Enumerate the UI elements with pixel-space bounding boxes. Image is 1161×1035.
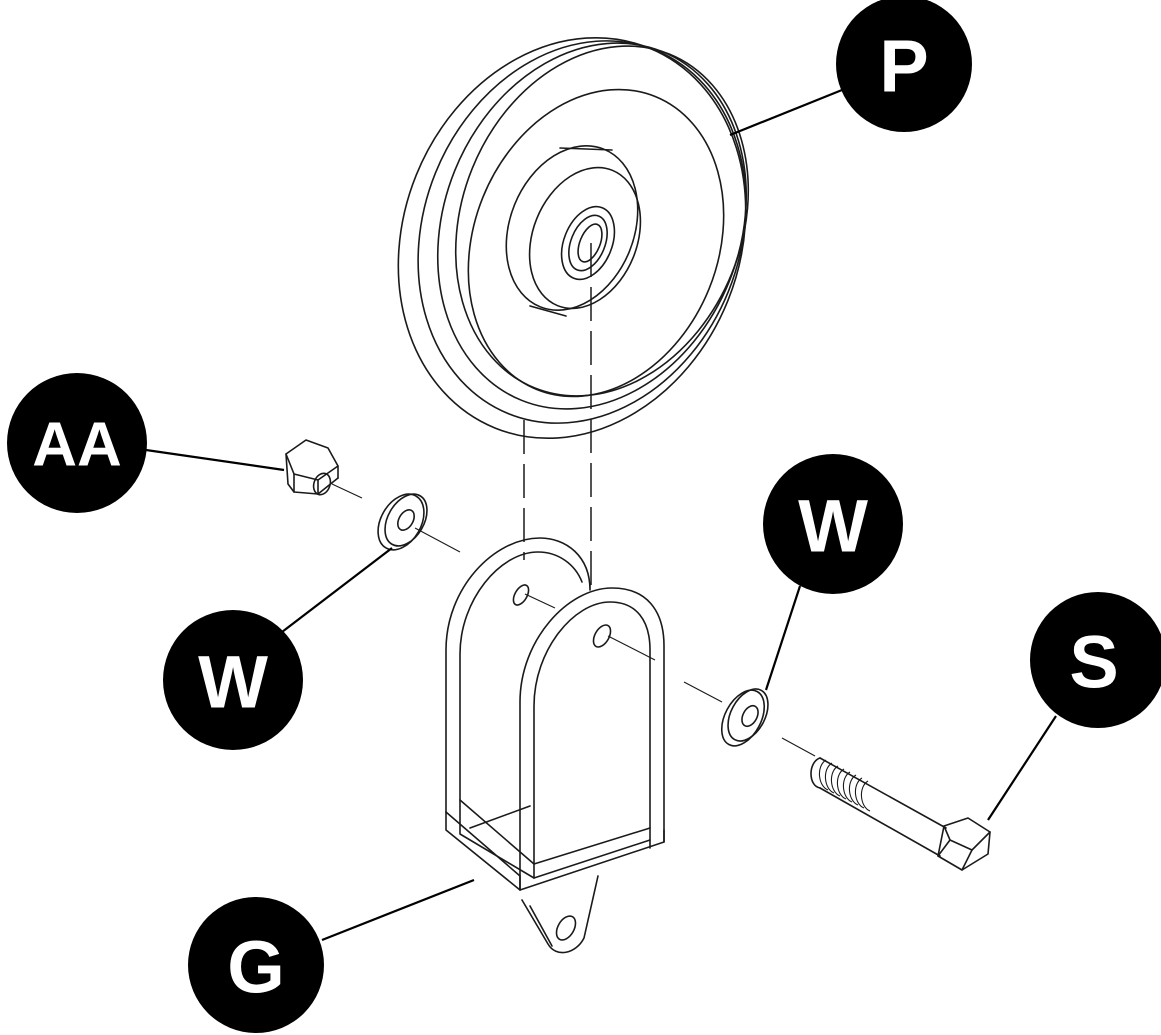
callout-aa-label: AA bbox=[32, 411, 122, 480]
callout-w-right-label: W bbox=[798, 485, 868, 568]
callout-w-right: W bbox=[763, 454, 903, 594]
callout-w-left: W bbox=[163, 610, 303, 750]
axis-lines bbox=[331, 243, 816, 757]
bracket-part bbox=[445, 537, 665, 954]
pulley-part bbox=[397, 36, 750, 440]
callout-p: P bbox=[836, 0, 972, 132]
leader-lines bbox=[145, 88, 1057, 942]
callout-w-left-label: W bbox=[198, 641, 268, 724]
cap-screw-part bbox=[810, 757, 991, 871]
callout-s: S bbox=[1030, 592, 1161, 728]
hex-nut-part bbox=[285, 439, 339, 496]
screw-threads bbox=[818, 759, 871, 812]
washer-left-part bbox=[377, 493, 428, 551]
washer-right-part bbox=[720, 688, 769, 747]
callout-g: G bbox=[188, 897, 324, 1033]
callout-aa: AA bbox=[7, 373, 147, 513]
callout-g-label: G bbox=[227, 926, 285, 1009]
callout-p-label: P bbox=[879, 25, 928, 108]
callout-s-label: S bbox=[1069, 621, 1118, 704]
